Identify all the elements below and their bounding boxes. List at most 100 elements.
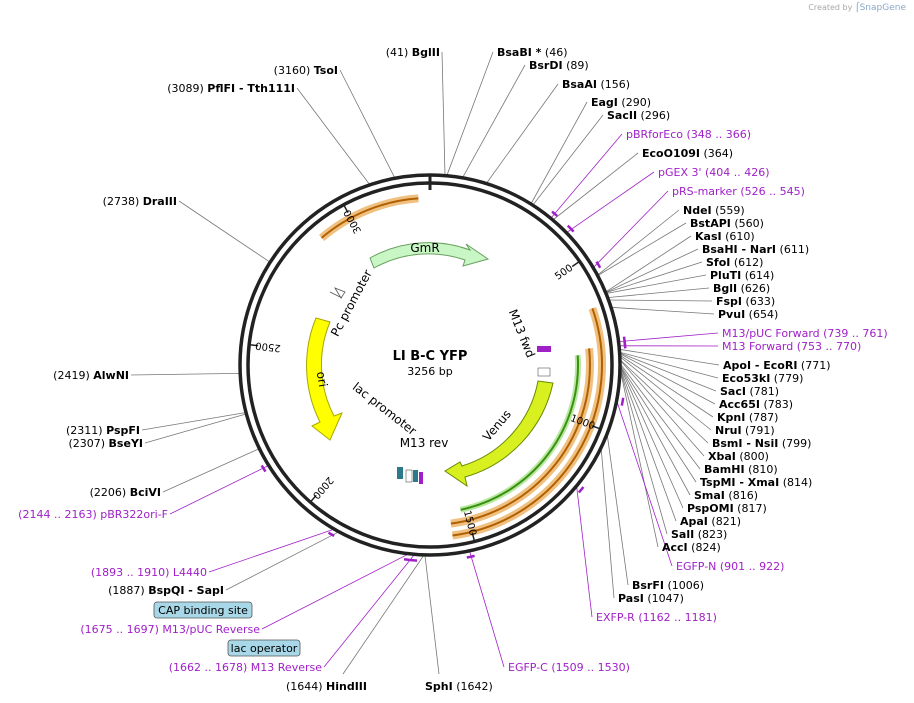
leader-line <box>607 287 710 298</box>
cap-site-marker <box>397 467 403 479</box>
leader-line <box>323 554 415 668</box>
enzyme-pspfi-label: (2311) PspFI <box>66 424 140 437</box>
cap-binding-site-label: CAP binding site <box>158 604 248 617</box>
leader-line <box>424 554 440 675</box>
enzyme-kpni-label: KpnI (787) <box>717 411 778 424</box>
leader-line <box>610 306 715 315</box>
leader-line <box>261 553 409 630</box>
enzyme-sphi-label: SphI (1642) <box>425 680 493 693</box>
enzyme-sacii-label: SacII (296) <box>607 109 670 122</box>
m13-rev-marker <box>419 472 423 484</box>
enzyme-bsahi-label: BsaHI - NarI (611) <box>702 243 809 256</box>
backbone <box>238 173 622 557</box>
enzyme-apoi-label: ApoI - EcoRI (771) <box>723 359 831 372</box>
tick-label: 2500 <box>255 339 282 353</box>
primer-l4440-mark <box>327 531 335 537</box>
leader-line <box>446 51 494 176</box>
primer-exfp-r-mark <box>577 486 585 494</box>
enzyme-apai-label: ApaI (821) <box>680 515 741 528</box>
leader-line <box>606 433 629 586</box>
snapgene-logo-icon: ⌠ <box>854 3 860 13</box>
primer-l4440-label: (1893 .. 1910) L4440 <box>91 566 207 579</box>
m13-rev-label: M13 rev <box>400 436 449 450</box>
enzyme-eco53ki-label: Eco53kI (779) <box>722 372 803 385</box>
leader-line <box>162 448 260 493</box>
enzyme-pflfi-label: (3089) PflFI - Tth111I <box>167 82 295 95</box>
primer-pbrforeco-label: pBRforEco (348 .. 366) <box>626 128 751 141</box>
snapgene-brand: ⌠SnapGene <box>855 3 906 13</box>
enzyme-sfoi-label: SfoI (612) <box>706 256 763 269</box>
enzyme-bsrdi-label: BsrDI (89) <box>529 59 589 72</box>
m13-fwd-marker <box>537 346 551 352</box>
ori-label: ori <box>314 370 330 388</box>
enzyme-ecoo109i-label: EcoO109I (364) <box>642 147 733 160</box>
primer-m13-reverse-label: (1662 .. 1678) M13 Reverse <box>169 661 322 674</box>
leader-line <box>576 485 593 618</box>
lac-promoter-label: lac promoter <box>350 380 419 438</box>
leader-line <box>600 447 615 599</box>
enzyme-bgli-label: BglI (626) <box>713 282 770 295</box>
leader-line <box>530 101 588 205</box>
enzyme-bstapi-label: BstAPI (560) <box>690 217 764 230</box>
enzyme-ndei-label: NdeI (559) <box>683 204 745 217</box>
leader-line <box>552 152 639 221</box>
primer-m13-puc-forward-label: M13/pUC Forward (739 .. 761) <box>722 327 888 340</box>
enzyme-bsmi-label: BsmI - NsiI (799) <box>712 437 811 450</box>
leader-line <box>342 554 425 675</box>
primer-pgex-3-mark <box>566 224 575 233</box>
enzyme-bcivi-label: (2206) BciVI <box>90 486 161 499</box>
enzyme-pspomi-label: PspOMI (817) <box>687 502 767 515</box>
leader-line <box>619 359 705 457</box>
enzyme-draiii-label: (2738) DraIII <box>103 195 177 208</box>
leader-line <box>169 465 269 515</box>
enzyme-kasi-label: KasI (610) <box>695 230 755 243</box>
enzyme-xbai-label: XbaI (800) <box>708 450 769 463</box>
enzyme-bamhi-label: BamHI (810) <box>704 463 778 476</box>
leader-line <box>144 413 247 444</box>
enzyme-eagi-label: EagI (290) <box>591 96 651 109</box>
leader-line <box>619 364 697 483</box>
leader-line <box>618 332 719 342</box>
leader-line <box>178 200 271 263</box>
ori-arrow <box>306 317 343 441</box>
leader-line <box>597 222 687 276</box>
leader-line <box>597 209 680 276</box>
primer-exfp-r-label: EXFP-R (1162 .. 1181) <box>596 611 717 624</box>
primer-pbr322ori-f-mark <box>260 464 267 473</box>
orange-band-line <box>450 348 591 525</box>
leader-line <box>485 83 559 184</box>
lac-operator-label: lac operator <box>231 642 298 655</box>
leader-line <box>619 368 659 548</box>
tick-mark <box>343 204 349 214</box>
leader-line <box>141 412 247 431</box>
lac-operator-marker <box>413 470 418 482</box>
enzyme-alwni-label: (2419) AlwNI <box>53 369 129 382</box>
feature-box-lac-operator: lac operator <box>227 639 301 657</box>
leader-line <box>566 171 655 234</box>
primer-m13-puc-reverse-label: (1675 .. 1697) M13/pUC Reverse <box>80 623 260 636</box>
primer-m13-puc-reverse-mark <box>403 558 413 562</box>
leader-line <box>605 274 707 294</box>
enzyme-bseyi-label: (2307) BseYI <box>68 437 143 450</box>
leader-line <box>619 359 709 444</box>
green-band-line <box>460 355 580 511</box>
snapgene-brand-text: SnapGene <box>859 3 906 13</box>
enzyme-smai-label: SmaI (816) <box>694 489 758 502</box>
enzyme-hindiii-label: (1644) HindIII <box>286 680 367 693</box>
feature-box-cap: CAP binding site <box>153 601 253 619</box>
leader-line <box>532 114 604 206</box>
leader-line <box>619 354 714 418</box>
leader-line <box>605 261 703 294</box>
tick-mark <box>309 494 317 503</box>
leader-line <box>608 299 713 302</box>
snapgene-credit: Created by ⌠SnapGene <box>808 3 906 13</box>
m13-fwd-label: M13 fwd <box>506 307 538 359</box>
primer-egfp-n-label: EGFP-N (901 .. 922) <box>676 560 784 573</box>
enzyme-bspqi-label: (1887) BspQI - SapI <box>108 584 224 597</box>
pc-promoter-arrow <box>329 287 346 299</box>
primer-m13-forward-mark <box>623 341 627 349</box>
leader-line <box>619 363 701 470</box>
leader-line <box>619 367 677 522</box>
venus-arrow <box>444 380 554 488</box>
tick-mark <box>471 532 476 542</box>
